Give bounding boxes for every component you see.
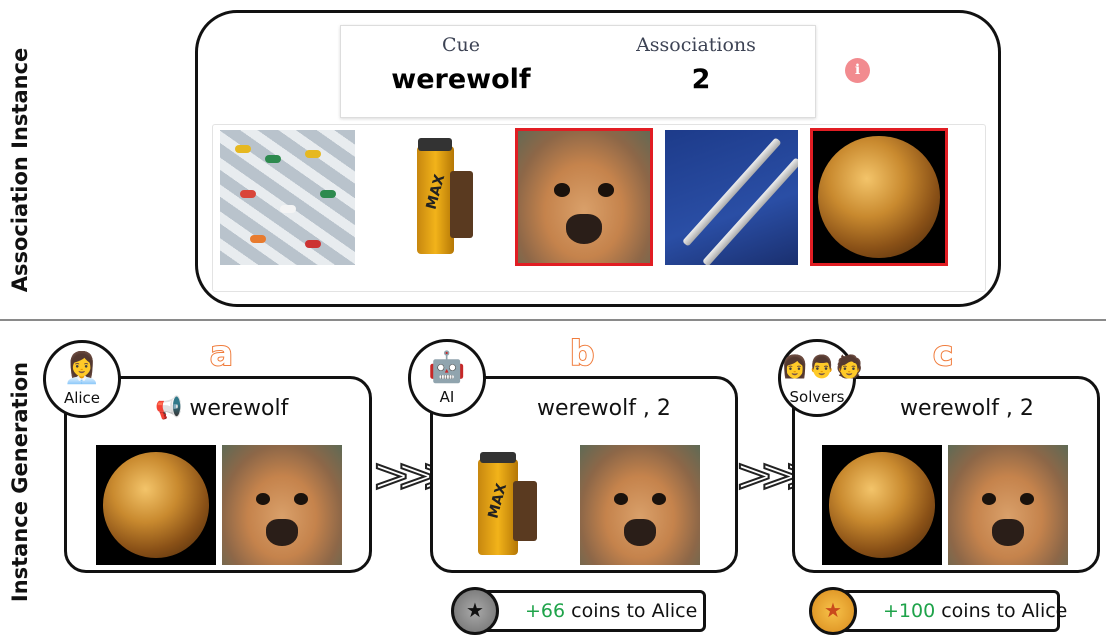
- cue-card: Cue werewolf Associations 2: [340, 25, 816, 118]
- image-venus: [822, 445, 942, 565]
- avatar-solvers: 👩‍👨‍🧑 Solvers: [778, 339, 864, 417]
- reward-text: coins to Alice: [935, 600, 1068, 622]
- section-divider: [0, 319, 1106, 321]
- panel-a-text: 📢 werewolf: [155, 396, 288, 421]
- image-syringes[interactable]: [665, 130, 798, 265]
- image-puppy: [580, 445, 700, 565]
- image-pills[interactable]: [220, 130, 355, 265]
- image-strip: [212, 124, 986, 292]
- step-letter-b: b: [569, 333, 595, 375]
- image-film-canister[interactable]: MAX: [385, 130, 490, 265]
- image-venus: [96, 445, 216, 565]
- cue-header: Cue: [441, 34, 481, 56]
- avatar-alice: 👩‍💼 Alice: [43, 340, 121, 418]
- reward-badge-silver: ★ +66 coins to Alice: [451, 587, 706, 635]
- gold-star-coin-icon: ★: [809, 587, 857, 635]
- reward-badge-gold: ★ +100 coins to Alice: [809, 587, 1067, 635]
- image-venus-selected[interactable]: [810, 128, 948, 266]
- cue-text: werewolf: [189, 396, 289, 421]
- avatar-name: Solvers: [789, 388, 845, 406]
- image-puppy: [948, 445, 1068, 565]
- reward-amount: +100: [883, 600, 936, 622]
- panel-b-text: werewolf , 2: [537, 396, 671, 421]
- associations-value: 2: [691, 64, 711, 95]
- image-puppy-selected[interactable]: [515, 128, 653, 266]
- panel-c-text: werewolf , 2: [900, 396, 1034, 421]
- section-label-instance-generation: Instance Generation: [8, 361, 32, 603]
- image-puppy: [222, 445, 342, 565]
- reward-amount: +66: [525, 600, 566, 622]
- avatar-name: Alice: [63, 389, 101, 407]
- info-icon[interactable]: i: [845, 58, 870, 83]
- image-film-canister: MAX: [445, 445, 555, 565]
- section-label-association-instance: Association Instance: [8, 47, 32, 293]
- film-label: MAX: [423, 172, 448, 212]
- people-icon: 👩‍👨‍🧑: [781, 355, 864, 380]
- step-letter-c: c: [932, 333, 954, 375]
- reward-text: coins to Alice: [565, 600, 698, 622]
- associations-header: Associations: [636, 34, 756, 56]
- silver-star-coin-icon: ★: [451, 587, 499, 635]
- step-letter-a: a: [209, 333, 234, 375]
- megaphone-icon: 📢: [155, 396, 183, 421]
- alice-icon: 👩‍💼: [63, 351, 101, 386]
- film-label: MAX: [485, 481, 511, 521]
- avatar-ai: 🤖 AI: [408, 339, 486, 417]
- association-instance-box: [195, 10, 1001, 307]
- robot-icon: 🤖: [428, 350, 466, 385]
- cue-value: werewolf: [391, 64, 531, 95]
- avatar-name: AI: [439, 388, 455, 406]
